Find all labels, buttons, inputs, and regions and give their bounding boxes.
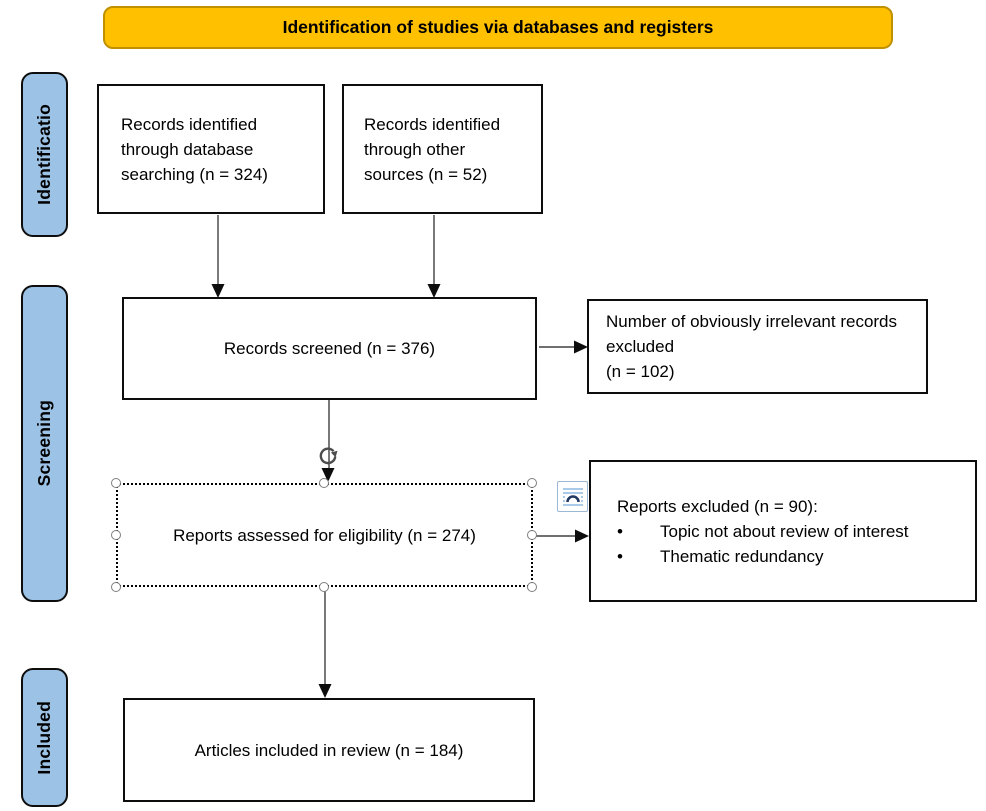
layout-options-button[interactable] (557, 481, 588, 512)
selection-handle-middle-left[interactable] (111, 530, 121, 540)
selection-handle-middle-right[interactable] (527, 530, 537, 540)
box-records-database[interactable]: Records identified through database sear… (97, 84, 325, 214)
box-records-database-text: Records identified through database sear… (121, 114, 268, 184)
arrow-assessed-to-excluded[interactable] (536, 529, 589, 543)
arrow-screened-to-irrelevant[interactable] (539, 340, 588, 354)
selection-handle-top-center[interactable] (319, 478, 329, 488)
excluded-item-text: Topic not about review of interest (660, 521, 909, 541)
selection-handle-bottom-right[interactable] (527, 582, 537, 592)
box-articles-included[interactable]: Articles included in review (n = 184) (123, 698, 535, 802)
stage-label-included[interactable]: Included (21, 668, 68, 807)
box-records-screened[interactable]: Records screened (n = 376) (122, 297, 537, 400)
arrow-database-to-screened[interactable] (211, 215, 225, 298)
bullet-icon: • (617, 546, 623, 566)
box-reports-assessed-selected[interactable]: Reports assessed for eligibility (n = 27… (116, 483, 533, 587)
selection-handle-top-right[interactable] (527, 478, 537, 488)
excluded-item-text: Thematic redundancy (660, 546, 824, 566)
box-irrelevant-excluded-line1: Number of obviously irrelevant records e… (606, 312, 898, 356)
box-records-other-sources-text: Records identified through other sources… (364, 114, 501, 184)
selection-handle-bottom-center[interactable] (319, 582, 329, 592)
box-irrelevant-excluded-line2: (n = 102) (606, 362, 675, 381)
arrow-screened-to-assessed[interactable] (321, 400, 335, 482)
stage-label-identification[interactable]: Identificatio (21, 72, 68, 237)
box-reports-excluded-heading: Reports excluded (n = 90): (617, 496, 818, 516)
rotate-handle-icon[interactable] (315, 443, 341, 469)
stage-label-screening[interactable]: Screening (21, 285, 68, 602)
banner-label: Identification of studies via databases … (282, 17, 714, 37)
arrow-other-sources-to-screened[interactable] (427, 215, 441, 298)
box-records-other-sources[interactable]: Records identified through other sources… (342, 84, 543, 214)
selection-handle-top-left[interactable] (111, 478, 121, 488)
banner-identification-via-databases[interactable]: Identification of studies via databases … (103, 6, 893, 49)
arrow-assessed-to-articles[interactable] (318, 588, 332, 698)
selection-handle-bottom-left[interactable] (111, 582, 121, 592)
box-records-screened-text: Records screened (n = 376) (223, 339, 436, 358)
bullet-icon: • (617, 521, 623, 541)
layout-options-icon (562, 487, 583, 506)
box-reports-assessed-text: Reports assessed for eligibility (n = 27… (173, 525, 476, 545)
box-irrelevant-excluded[interactable]: Number of obviously irrelevant records e… (587, 299, 928, 394)
box-articles-included-text: Articles included in review (n = 184) (194, 740, 464, 760)
box-reports-excluded[interactable]: Reports excluded (n = 90): • Topic not a… (589, 460, 977, 602)
excluded-bullet-item: • Topic not about review of interest (601, 519, 965, 544)
excluded-bullet-item: • Thematic redundancy (601, 544, 965, 569)
